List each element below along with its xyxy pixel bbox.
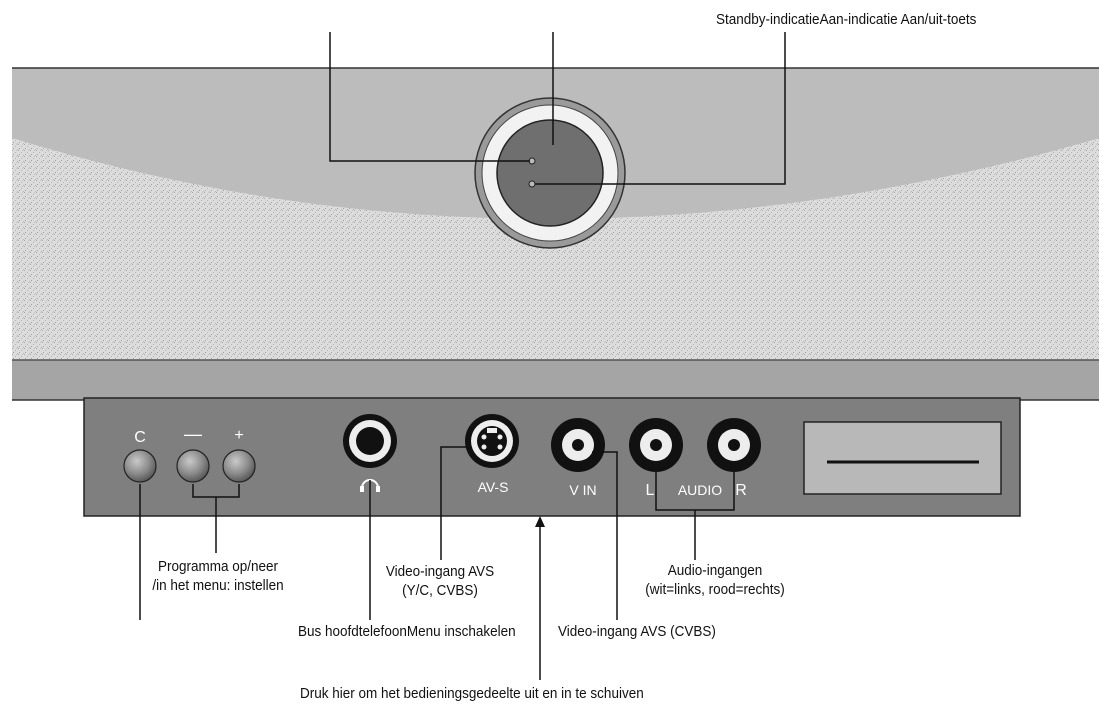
minus-button[interactable]	[176, 449, 210, 483]
top-labels: Standby-indicatieAan-indicatie Aan/uit-t…	[716, 10, 976, 29]
audio-r-label: R	[735, 482, 747, 499]
menu-symbol: C	[134, 429, 146, 446]
plus-symbol: +	[234, 427, 243, 444]
label-programma: Programma op/neer /in het menu: instelle…	[152, 558, 284, 594]
label-aanuit: Aan/uit-toets	[900, 11, 977, 28]
housing-bottom-strip	[12, 360, 1099, 400]
label-bus: Bus hoofdtelefoon	[298, 623, 407, 640]
avs-label: AV-S	[478, 479, 509, 495]
label-video-cvbs: Video-ingang AVS (CVBS)	[558, 623, 716, 640]
audio-l-label: L	[646, 482, 655, 499]
card-slot	[803, 421, 1002, 495]
bottom-labels-row: Bus hoofdtelefoonMenu inschakelen	[298, 622, 516, 641]
speaker-grille	[12, 138, 1099, 360]
label-aan: Aan-indicatie	[819, 11, 898, 28]
leader-lines	[139, 32, 786, 680]
plus-button[interactable]	[222, 449, 256, 483]
menu-button[interactable]	[123, 449, 157, 483]
slide-arrow-icon	[535, 516, 545, 527]
program-buttons[interactable]	[123, 449, 256, 483]
minus-symbol: —	[184, 424, 202, 444]
label-audio: Audio-ingangen (wit=links, rood=rechts)	[645, 562, 785, 598]
label-menu: Menu inschakelen	[406, 623, 516, 640]
label-druk: Druk hier om het bedieningsgedeelte uit …	[300, 685, 644, 702]
audio-label: AUDIO	[678, 482, 722, 498]
label-standby: Standby-indicatie	[716, 11, 820, 28]
aan-led	[528, 180, 536, 188]
label-video-avs: Video-ingang AVS (Y/C, CVBS)	[385, 563, 495, 599]
power-button[interactable]	[496, 119, 604, 227]
vin-label: V IN	[569, 482, 596, 498]
